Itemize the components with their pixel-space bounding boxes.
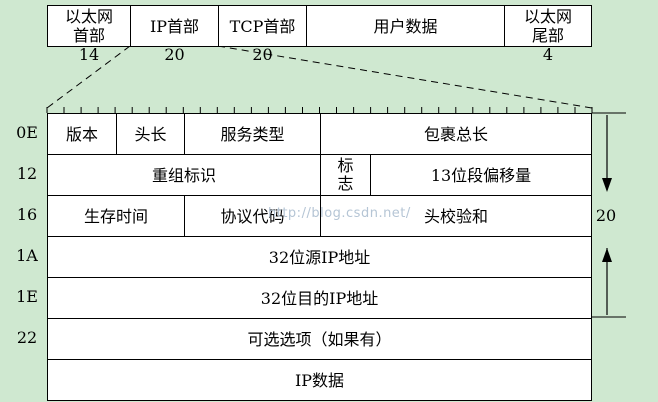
- field-header-length: 头长: [116, 113, 185, 155]
- ruler-ticks: [46, 107, 593, 113]
- field-dest-ip: 32位目的IP地址: [47, 277, 592, 319]
- field-checksum: 头校验和: [320, 195, 592, 237]
- connector-right: [217, 45, 593, 109]
- user-data-cell: 用户数据: [306, 5, 505, 47]
- field-ttl: 生存时间: [47, 195, 185, 237]
- row-offset-12: 12: [16, 164, 38, 183]
- ethernet-header-size: 14: [78, 45, 100, 64]
- ethernet-header-cell: 以太网 首部: [47, 5, 131, 47]
- row-offset-1a: 1A: [16, 246, 38, 265]
- arrow-up-head: [602, 248, 612, 262]
- field-service-type: 服务类型: [184, 113, 321, 155]
- ethernet-trailer-cell: 以太网 尾部: [504, 5, 592, 47]
- watermark: http://blog.csdn.net/: [268, 206, 411, 221]
- field-flags: 标 志: [320, 154, 371, 196]
- connector-left: [46, 45, 131, 109]
- tcp-header-size: 20: [252, 45, 273, 64]
- tcp-header-cell: TCP首部: [218, 5, 307, 47]
- ip-header-size: 20: [164, 45, 185, 64]
- header-size-label: 20: [595, 206, 617, 225]
- field-ip-data: IP数据: [47, 359, 592, 401]
- field-options: 可选选项（如果有）: [47, 318, 592, 360]
- row-offset-22: 22: [16, 328, 38, 347]
- field-total-length: 包裹总长: [320, 113, 592, 155]
- field-source-ip: 32位源IP地址: [47, 236, 592, 278]
- row-offset-0e: 0E: [16, 123, 38, 142]
- arrow-down-head: [602, 178, 612, 192]
- ethernet-trailer-size: 4: [542, 45, 554, 64]
- field-identification: 重组标识: [47, 154, 321, 196]
- field-fragment-offset: 13位段偏移量: [370, 154, 592, 196]
- ip-header-cell: IP首部: [130, 5, 219, 47]
- row-offset-16: 16: [16, 205, 38, 224]
- row-offset-1e: 1E: [16, 287, 38, 306]
- field-version: 版本: [47, 113, 117, 155]
